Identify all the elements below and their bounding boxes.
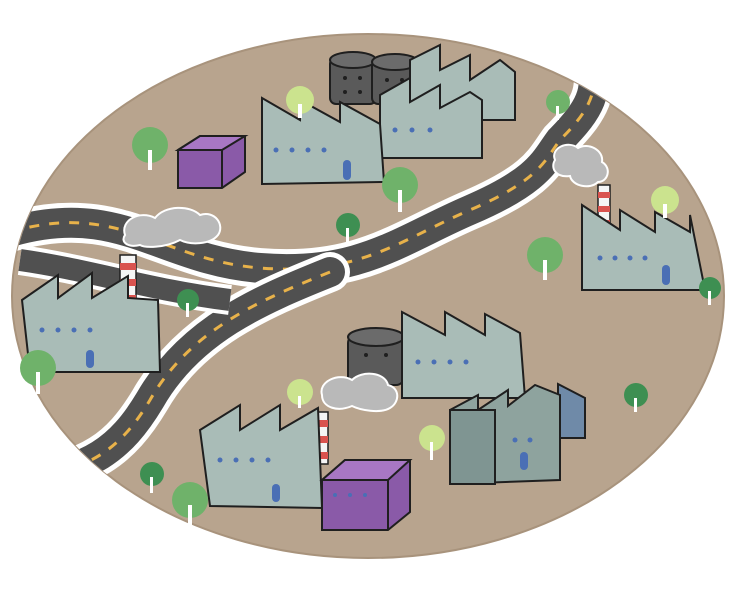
smoke-icon: [122, 206, 222, 248]
tree-icon: [382, 167, 418, 212]
tree-icon: [286, 86, 314, 118]
tree-icon: [527, 237, 563, 280]
tree-icon: [20, 350, 56, 394]
warehouse-cube-icon: [174, 135, 249, 189]
factory-icon: [20, 271, 162, 373]
tree-icon: [546, 90, 570, 120]
factory-icon: [261, 96, 386, 186]
tree-icon: [132, 127, 168, 170]
tree-icon: [336, 213, 360, 244]
tree-icon: [699, 277, 721, 305]
factory-icon: [581, 203, 707, 291]
smoke-icon: [552, 143, 609, 188]
factory-icon: [449, 382, 586, 486]
tree-icon: [140, 462, 164, 493]
tree-icon: [624, 383, 648, 412]
storage-tank-icon: [329, 51, 377, 105]
storage-tank-icon: [347, 327, 405, 386]
factory-icon: [198, 403, 324, 510]
tree-icon: [177, 289, 199, 317]
factory-icon: [401, 310, 527, 399]
tree-icon: [419, 425, 445, 460]
smoke-icon: [320, 372, 399, 413]
factory-icon: [379, 76, 483, 159]
warehouse-cube-icon: [319, 459, 413, 531]
tree-icon: [287, 379, 313, 408]
tree-icon: [651, 186, 679, 218]
tree-icon: [172, 482, 208, 525]
